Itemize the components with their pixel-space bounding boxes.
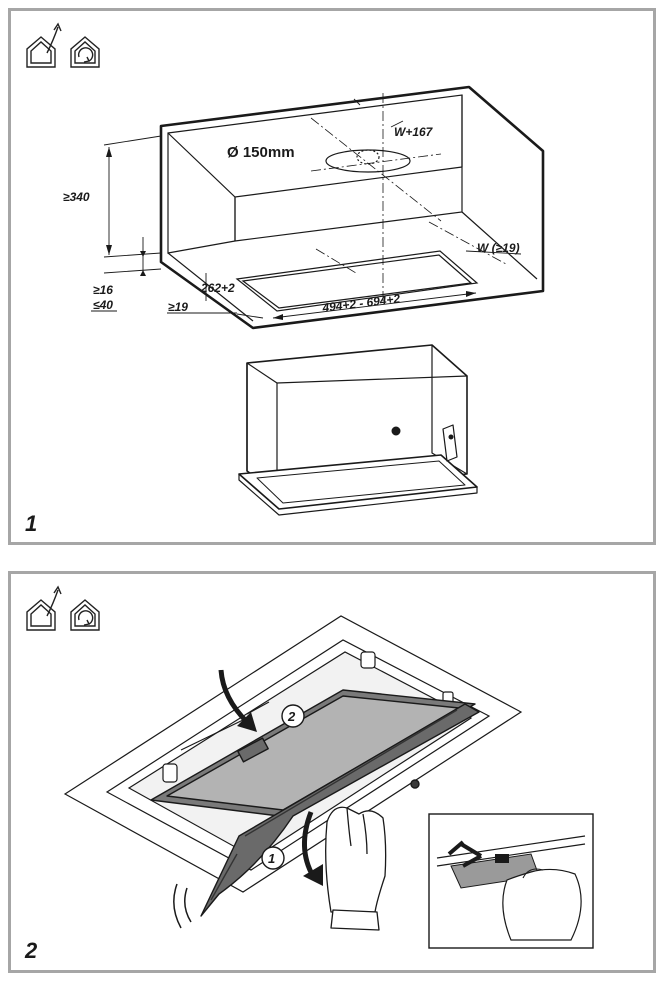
push-arrow-icon (218, 669, 249, 724)
figure-number: 2 (25, 938, 38, 963)
step-1-marker: 1 (261, 846, 285, 870)
filter-removal-diagram: 2 1 (26, 585, 594, 949)
detail-inset (428, 813, 594, 949)
recirculation-mode-icon (70, 36, 100, 68)
center-lines (310, 93, 507, 301)
hand-icon (325, 806, 387, 931)
installation-dimensions-diagram: Ø 150mm W+167 ≥340 ≥16 ≤40 ≥19 262+2 494… (26, 22, 545, 516)
wall-cabinet (159, 85, 545, 330)
step-2-marker: 2 (281, 704, 305, 728)
swing-arrowhead (303, 864, 323, 886)
grease-filter (150, 689, 476, 817)
gap-max-label: ≤40 (93, 298, 113, 312)
gap-min-label: ≥16 (93, 283, 113, 297)
push-arrowhead (237, 712, 257, 732)
ducted-mode-icon (26, 585, 62, 631)
svg-text:2: 2 (287, 709, 296, 724)
figure-2-panel: 2 1 2 (8, 571, 656, 973)
cabinet-interior (167, 94, 538, 322)
min-height-label: ≥340 (63, 190, 90, 204)
dimension-arrows (106, 147, 476, 320)
recirculation-mode-icon (70, 599, 100, 631)
hood-unit (238, 344, 478, 516)
ducted-mode-icon (26, 22, 62, 68)
duct-hole (325, 149, 411, 173)
depth-label: 262+2 (200, 281, 235, 295)
figure-1-panel: Ø 150mm W+167 ≥340 ≥16 ≤40 ≥19 262+2 494… (8, 8, 656, 545)
wall-thickness-label: W (≥19) (477, 241, 520, 255)
side-min-label: ≥19 (168, 300, 188, 314)
cabinet-width-label: W+167 (394, 125, 434, 139)
vibration-marks (173, 883, 192, 929)
dimension-lines (103, 98, 522, 319)
duct-diameter-label: Ø 150mm (227, 144, 295, 161)
swing-arrow-icon (301, 811, 316, 878)
cutout-opening (235, 250, 479, 312)
svg-text:1: 1 (268, 851, 275, 866)
figure-number: 1 (25, 511, 38, 536)
